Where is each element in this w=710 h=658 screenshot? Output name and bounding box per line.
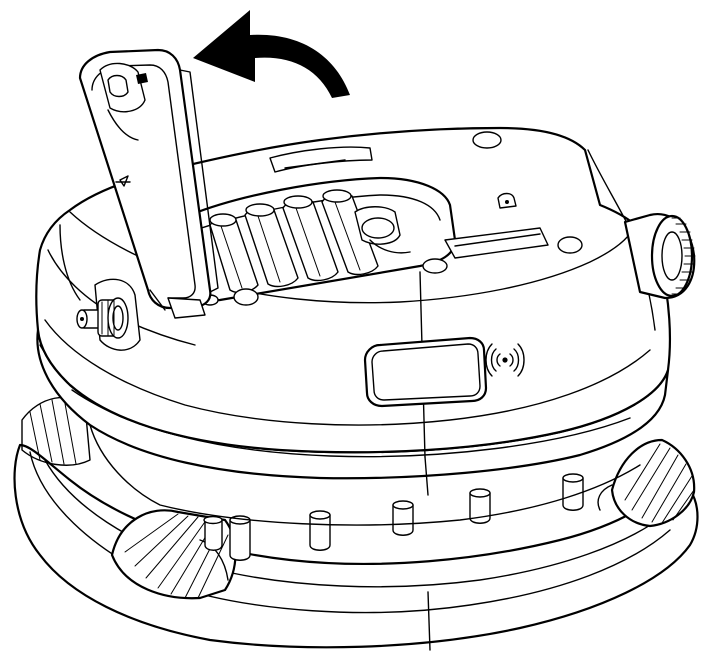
counterclockwise-arrow-icon — [193, 10, 350, 98]
battery-clips — [354, 206, 411, 254]
battery-door[interactable] — [78, 48, 219, 319]
lock-symbol-icon — [497, 192, 517, 209]
battery-cells — [209, 189, 379, 294]
foot-front-right — [597, 438, 696, 528]
side-valve-connector[interactable] — [76, 278, 141, 351]
wireless-signal-icon — [485, 343, 525, 377]
display-window — [363, 336, 488, 408]
adjustment-knob[interactable] — [623, 212, 696, 300]
top-recess — [201, 131, 583, 306]
support-pins — [203, 473, 584, 561]
